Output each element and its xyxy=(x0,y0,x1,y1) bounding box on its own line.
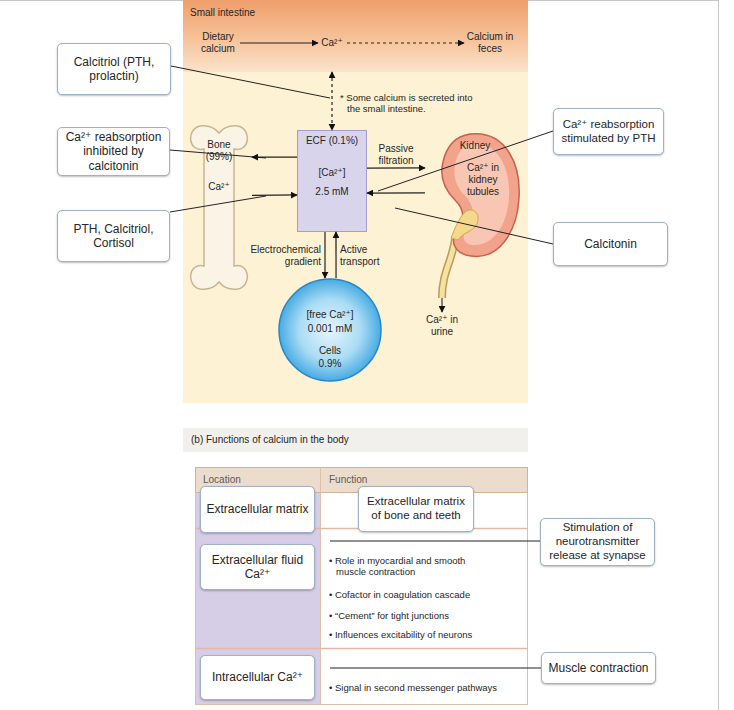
panel-background xyxy=(183,0,528,403)
ecf-box: ECF (0.1%) [Ca²⁺] 2.5 mM xyxy=(297,130,367,232)
edge-label: Electrochemical gradient xyxy=(241,244,321,268)
edge-label: Active transport xyxy=(340,244,390,268)
note-text: * Some calcium is secreted into the smal… xyxy=(340,92,475,115)
bone-outline xyxy=(191,126,248,289)
callout-box: Calcitonin xyxy=(553,222,668,266)
node-text: Stimulation of neurotransmitter release … xyxy=(544,521,651,562)
node-text: [free Ca²⁺] xyxy=(290,309,370,321)
leader-line xyxy=(395,208,553,244)
callout-box: Ca²⁺ reabsorption stimulated by PTH xyxy=(553,108,664,155)
node-text: 0.001 mM xyxy=(290,323,370,335)
node-text: Calcitriol (PTH, prolactin) xyxy=(61,55,167,84)
renal-pelvis xyxy=(451,210,478,240)
panel-caption: (b) Functions of calcium in the body xyxy=(191,434,511,446)
leader-line xyxy=(170,150,266,158)
node-text: Extracellular matrix of bone and teeth xyxy=(362,495,470,523)
urine-arrow xyxy=(441,298,442,312)
table-callout: Intracellular Ca²⁺ xyxy=(200,655,315,700)
node-text: Bone (99%) xyxy=(197,139,241,163)
ureter-tube xyxy=(442,239,455,298)
ureter-outline xyxy=(442,239,455,298)
node-text: Calcium in feces xyxy=(465,31,515,55)
intestine-band: Small intestineDietary calcium Ca²⁺ Calciu… xyxy=(183,0,528,72)
table-cell: • “Cement” for tight junctions xyxy=(329,610,519,621)
flow-arrow xyxy=(367,167,425,168)
table-row-line xyxy=(195,648,528,650)
node-text: 0.9% xyxy=(290,358,370,370)
flow-arrow xyxy=(252,156,297,157)
intake-arrow xyxy=(240,42,318,43)
page-border xyxy=(718,0,719,710)
node-text: Ca²⁺ reabsorption inhibited by calcitoni… xyxy=(61,130,166,173)
table-header: Function xyxy=(329,474,419,486)
edge-label: Passive filtration xyxy=(368,143,424,167)
leader-line xyxy=(330,668,541,669)
flow-arrow xyxy=(335,232,336,278)
node-text: Kidney xyxy=(445,140,505,152)
flow-arrow xyxy=(367,192,425,193)
cell-outline xyxy=(279,279,381,381)
callout-box: PTH, Calcitriol, Cortisol xyxy=(57,210,170,262)
leader-line xyxy=(171,66,330,98)
node-text: ECF (0.1%) xyxy=(297,135,367,147)
table-column-line xyxy=(320,467,321,705)
table-cell: • Role in myocardial and smooth muscle c… xyxy=(329,555,489,578)
table-callout: Extracellular matrix xyxy=(200,486,315,533)
node-text: Muscle contraction xyxy=(548,661,648,675)
leader-line xyxy=(170,196,266,212)
flow-arrow xyxy=(324,232,325,278)
caption-band xyxy=(183,428,528,452)
node-text: Small intestine xyxy=(190,7,310,19)
node-text: Ca²⁺ xyxy=(319,37,345,49)
node-text: PTH, Calcitriol, Cortisol xyxy=(61,222,166,251)
kidney-shape: KidneyCa²⁺ in kidney tubules xyxy=(425,128,520,263)
leader-line xyxy=(330,541,540,542)
node-text: Cells xyxy=(290,345,370,357)
table-callout: Extracellular fluid Ca²⁺ xyxy=(200,544,315,590)
excretion-arrow xyxy=(347,42,464,43)
node-text: Extracellular matrix xyxy=(206,502,308,516)
node-text: Ca²⁺ xyxy=(204,181,234,193)
table-callout: Muscle contraction xyxy=(541,652,656,684)
table-cell: • Influences excitability of neurons xyxy=(329,629,519,640)
flow-arrow xyxy=(252,194,297,196)
cells-circle: [free Ca²⁺] 0.001 mM Cells0.9% xyxy=(278,278,382,382)
table-header: Location xyxy=(203,474,293,486)
bone-shape: Bone (99%) Ca²⁺ xyxy=(186,125,252,291)
node-text: [Ca²⁺] xyxy=(297,167,367,179)
table-callout: Stimulation of neurotransmitter release … xyxy=(540,518,655,566)
node-text: Extracellular fluid Ca²⁺ xyxy=(204,553,311,582)
table-cell: • Signal in second messenger pathways xyxy=(329,682,519,693)
node-text: Calcitonin xyxy=(584,237,637,251)
node-text: Ca²⁺ reabsorption stimulated by PTH xyxy=(557,118,660,146)
node-text: Dietary calcium xyxy=(193,31,243,55)
node-text: 2.5 mM xyxy=(297,186,367,198)
callout-box: Calcitriol (PTH, prolactin) xyxy=(57,43,171,95)
table-cell: • Cofactor in coagulation cascade xyxy=(329,589,519,600)
kidney-outline xyxy=(442,134,519,257)
urine-label: Ca²⁺ in urine xyxy=(419,314,465,338)
node-text: Intracellular Ca²⁺ xyxy=(212,670,303,684)
node-text: Ca²⁺ in kidney tubules xyxy=(459,162,507,198)
callout-box: Ca²⁺ reabsorption inhibited by calcitoni… xyxy=(57,127,170,176)
table-frame xyxy=(196,468,528,705)
flow-arrow xyxy=(331,72,332,130)
table-callout: Extracellular matrix of bone and teeth xyxy=(358,486,474,532)
